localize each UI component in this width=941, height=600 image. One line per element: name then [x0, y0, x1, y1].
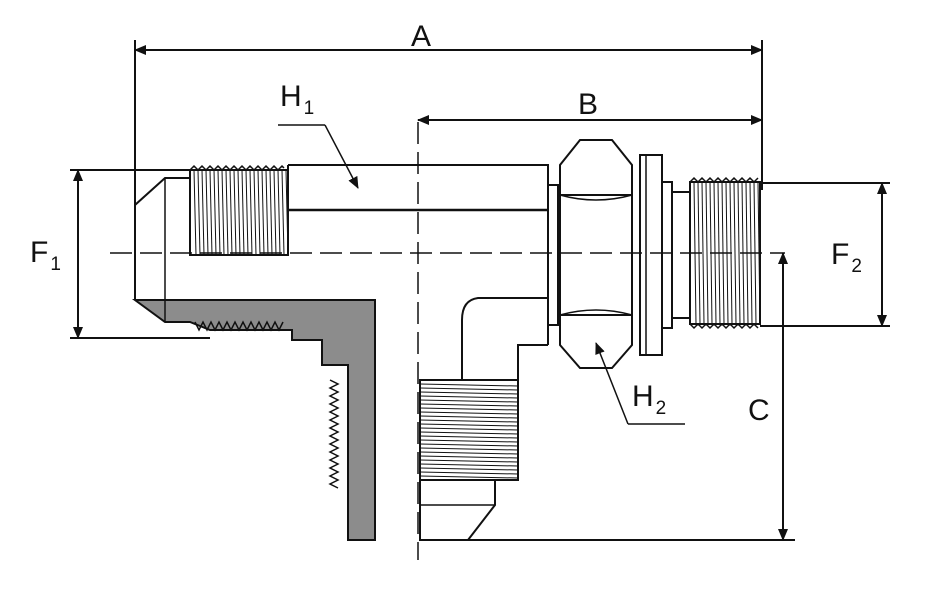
thread-line [419, 415, 519, 419]
branch-flare [419, 480, 496, 541]
thread-line [201, 169, 205, 256]
thread-line [229, 169, 233, 256]
thread-line [419, 391, 519, 395]
thread-line [419, 419, 519, 423]
neck-ring [547, 184, 559, 326]
left-flare-end [134, 177, 190, 300]
thread-line [419, 431, 519, 435]
thread-line [419, 463, 519, 467]
thread-line [419, 447, 519, 451]
h1-leader [324, 124, 359, 189]
label-c: C [748, 394, 770, 427]
thread-line [265, 169, 269, 256]
thread-line [419, 395, 519, 399]
thread-line [419, 427, 519, 431]
left-thread-lines [193, 169, 289, 256]
thread-line [419, 435, 519, 439]
thread-line [277, 169, 281, 256]
thread-line [419, 407, 519, 411]
thread-line [273, 169, 277, 256]
thread-line [225, 169, 229, 256]
thread-line [197, 169, 201, 256]
washer [639, 154, 663, 356]
tee-body-upper [288, 164, 549, 252]
thread-line [419, 467, 519, 471]
thread-line [261, 169, 265, 256]
section-thread-run [194, 320, 284, 332]
thread-line [701, 181, 705, 325]
thread-line [281, 169, 285, 256]
thread-line [705, 181, 709, 325]
thread-line [419, 383, 519, 387]
thread-line [233, 169, 237, 256]
thread-line [737, 181, 741, 325]
section-thread-branch [328, 379, 340, 489]
cross-section-hatch [131, 299, 376, 541]
h2-leader [595, 342, 629, 425]
thread-line [249, 169, 253, 256]
label-b: B [578, 88, 599, 121]
thread-line [193, 169, 197, 256]
thread-line [419, 459, 519, 463]
thread-line [205, 169, 209, 256]
thread-line [419, 403, 519, 407]
thread-line [419, 399, 519, 403]
thread-line [419, 411, 519, 415]
thread-line [269, 169, 273, 256]
thread-line [213, 169, 217, 256]
thread-line [245, 169, 249, 256]
thread-line [257, 169, 261, 256]
label-a: A [411, 20, 432, 53]
thread-line [419, 387, 519, 391]
thread-line [419, 475, 519, 479]
branch-thread-lines [419, 383, 519, 479]
thread-line [221, 169, 225, 256]
thread-line [419, 455, 519, 459]
thread-line [419, 423, 519, 427]
thread-line [217, 169, 221, 256]
thread-line [253, 169, 257, 256]
thread-line [419, 443, 519, 447]
right-neck [671, 191, 691, 319]
hex-nut [559, 139, 633, 369]
thread-line [733, 181, 737, 325]
thread-line [241, 169, 245, 256]
tee-body-branch [461, 297, 548, 381]
thread-line [419, 471, 519, 475]
thread-line [237, 169, 241, 256]
thread-line [209, 169, 213, 256]
thread-line [419, 451, 519, 455]
thread-line [419, 439, 519, 443]
